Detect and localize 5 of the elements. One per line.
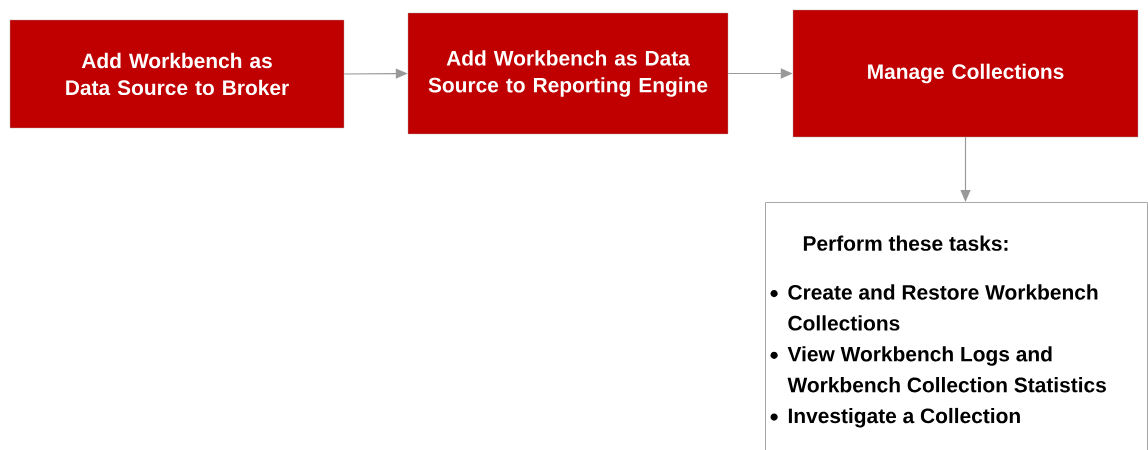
process-box: Add Workbench as Data Source to Broker — [9, 19, 345, 129]
task-box: Perform these tasks: Create and Restore Workbench Collections View Workbench Logs and Workbench Collection Statistics Investigate a Collection — [765, 202, 1148, 450]
arrow — [960, 136, 971, 202]
process-box: Manage Collections — [792, 9, 1139, 138]
process-box: Add Workbench as Data Source to Reporting Engine — [407, 12, 729, 135]
